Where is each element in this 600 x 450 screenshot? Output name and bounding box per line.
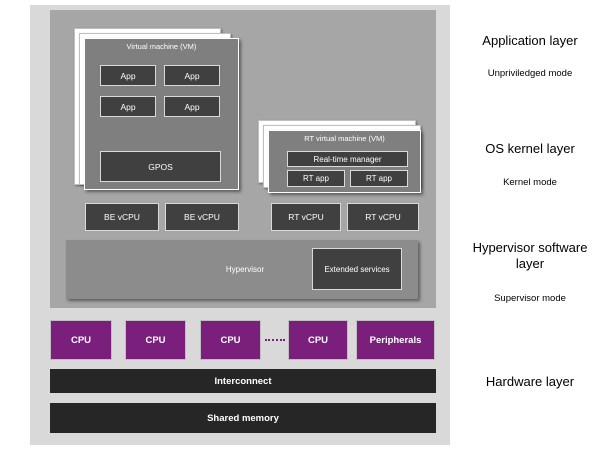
rt-app-box: RT app: [287, 170, 345, 187]
cpu-box: CPU: [288, 320, 348, 360]
mode-label-kernel: Kernel mode: [503, 177, 557, 188]
rt-app-box: RT app: [350, 170, 408, 187]
vm-app-box: App: [164, 65, 220, 86]
be-vcpu-box: BE vCPU: [165, 203, 239, 231]
extended-services-box: Extended services: [312, 248, 402, 290]
mode-label-unprivileged: Unpriviledged mode: [487, 68, 573, 79]
peripherals-box: Peripherals: [356, 320, 435, 360]
rt-vm-title: RT virtual machine (VM): [304, 134, 385, 143]
shared-memory-bar: Shared memory: [50, 403, 436, 433]
hypervisor-label: Hypervisor: [225, 264, 265, 274]
vm-app-box: App: [100, 65, 156, 86]
mode-label-supervisor: Supervisor mode: [494, 293, 566, 304]
layer-label-application: Application layer: [482, 33, 578, 48]
gpos-box: GPOS: [100, 151, 221, 182]
be-vcpu-box: BE vCPU: [85, 203, 159, 231]
layer-label-hardware: Hardware layer: [485, 374, 575, 389]
layer-label-os-kernel: OS kernel layer: [485, 141, 575, 156]
real-time-manager-box: Real-time manager: [287, 151, 408, 167]
vm-app-box: App: [100, 96, 156, 117]
cpu-box: CPU: [125, 320, 186, 360]
rt-vcpu-box: RT vCPU: [347, 203, 419, 231]
cpu-box: CPU: [50, 320, 112, 360]
ellipsis-dots: [265, 339, 285, 341]
interconnect-bar: Interconnect: [50, 369, 436, 393]
vm-title: Virtual machine (VM): [126, 42, 197, 51]
cpu-box: CPU: [200, 320, 261, 360]
rt-vcpu-box: RT vCPU: [271, 203, 341, 231]
layer-label-hypervisor: Hypervisor software layer: [472, 240, 588, 272]
vm-app-box: App: [164, 96, 220, 117]
